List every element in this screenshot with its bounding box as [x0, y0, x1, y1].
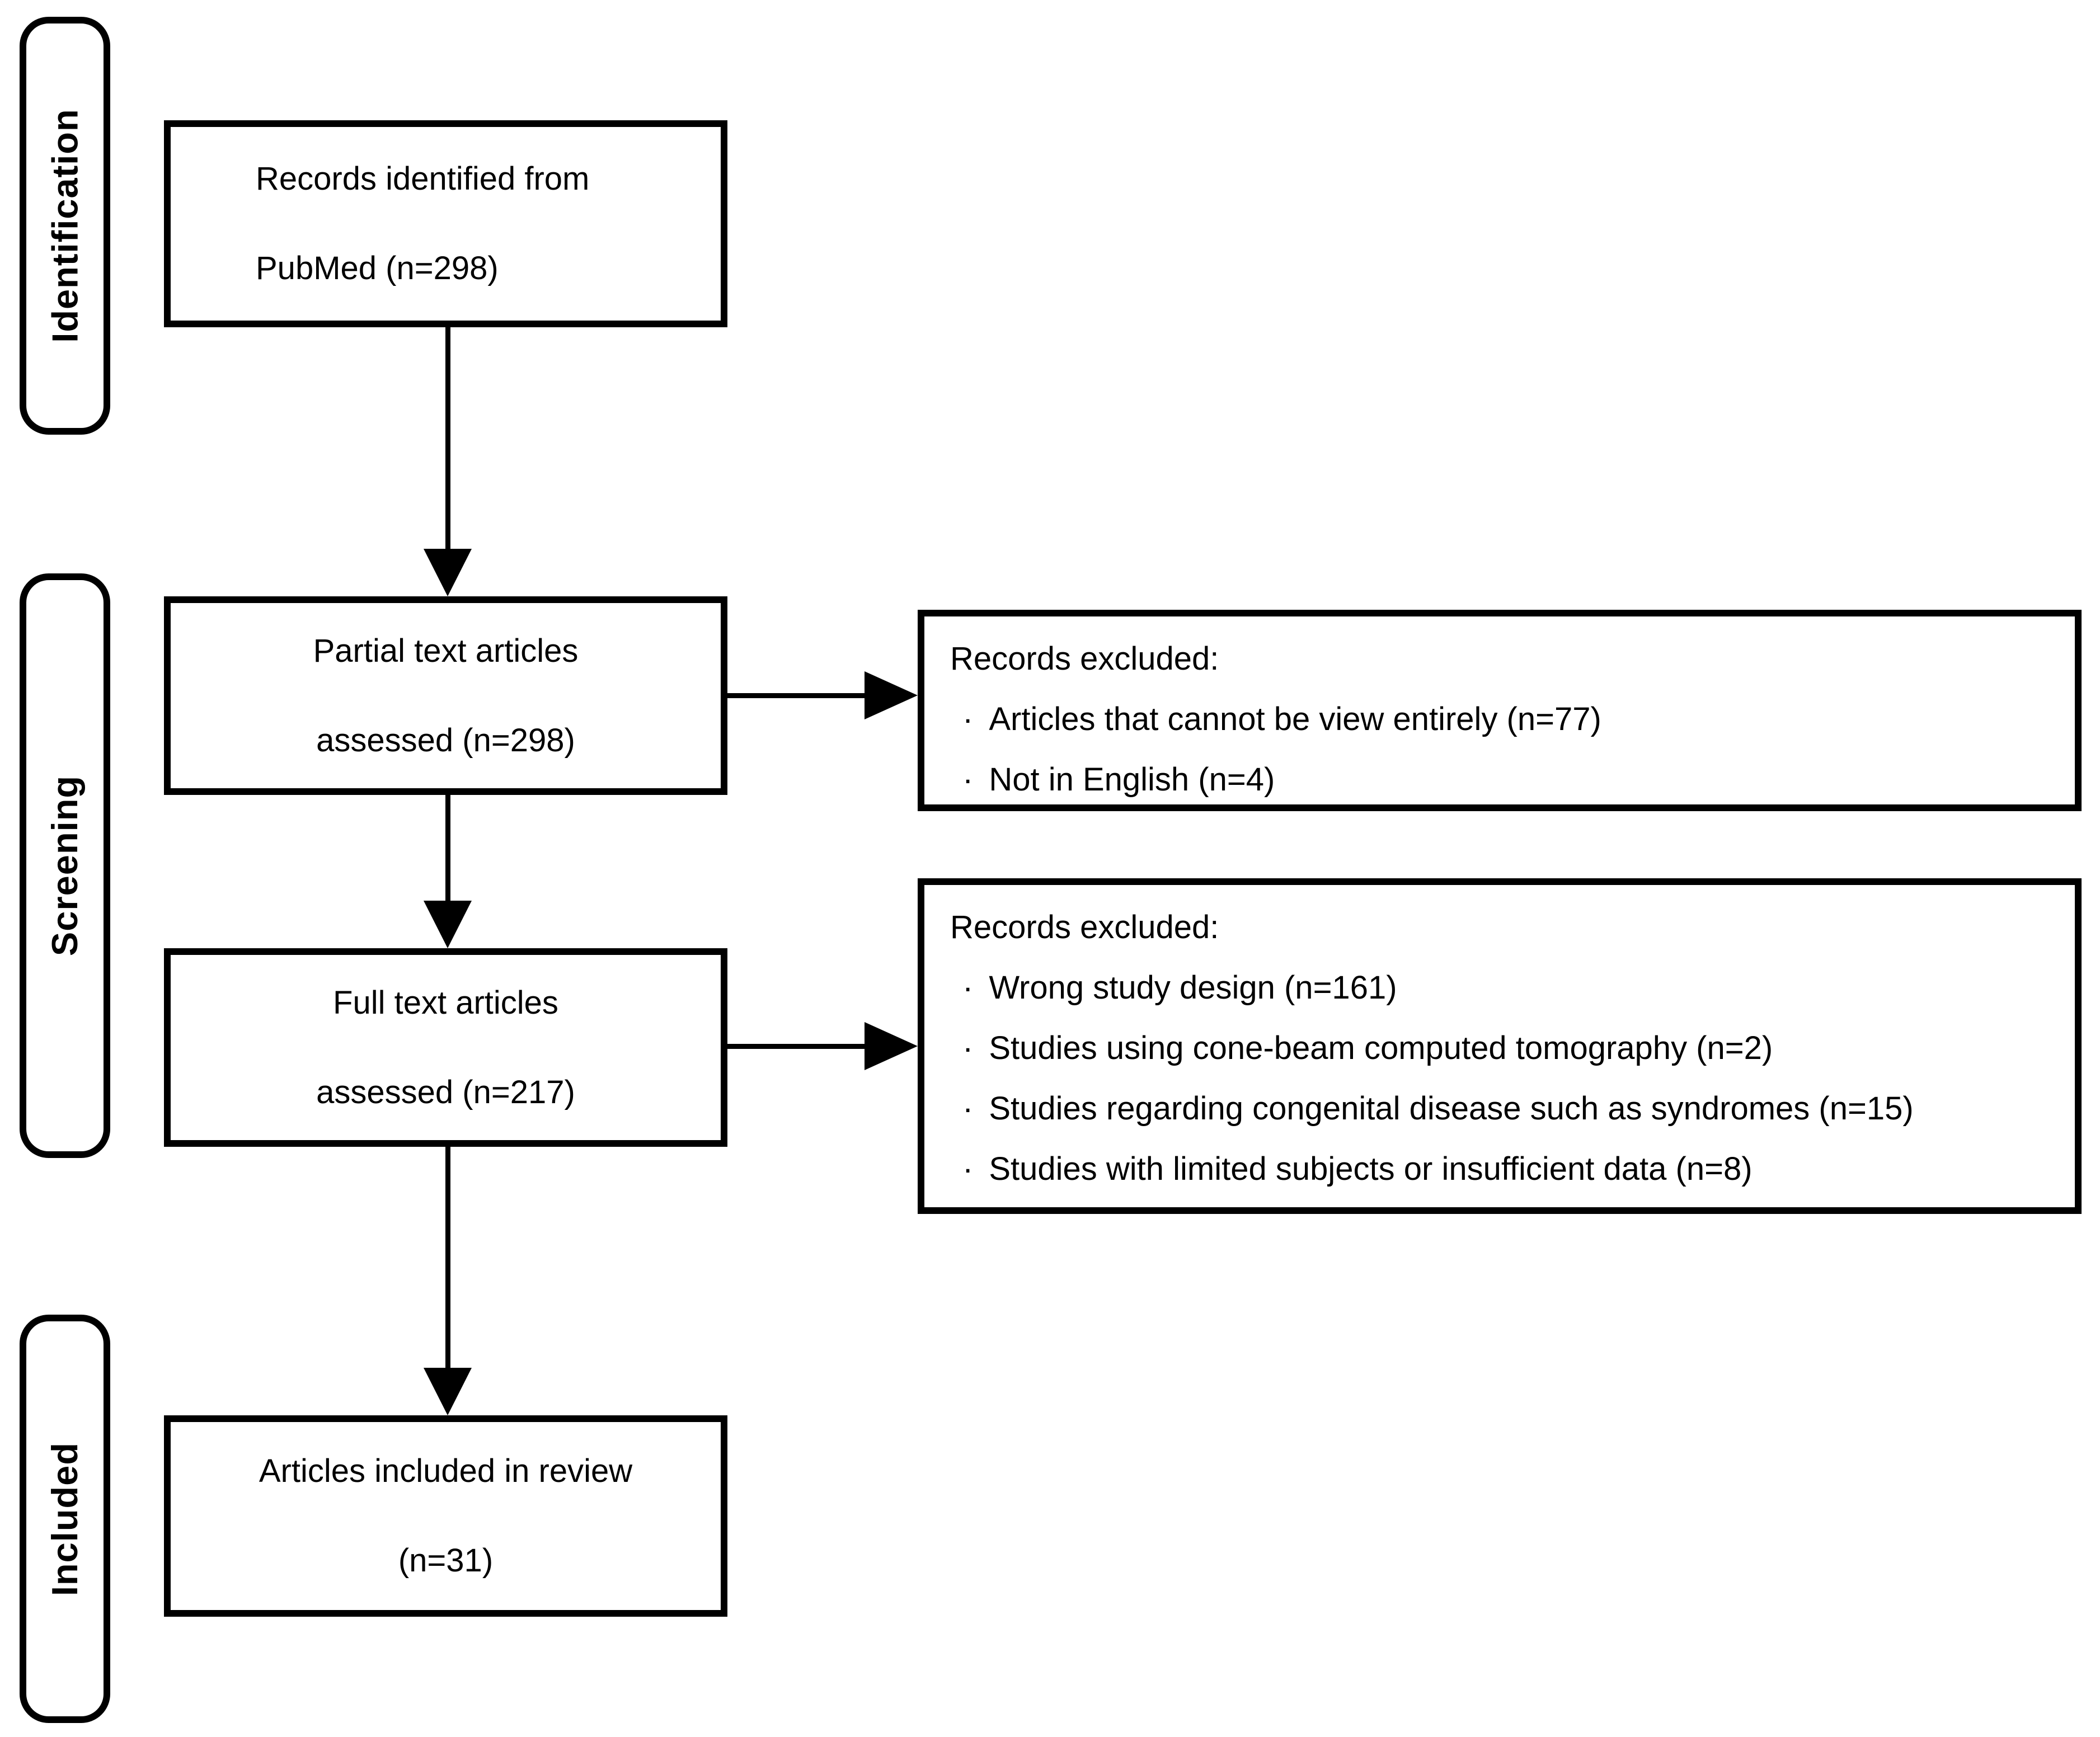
- arrow-partial-to-excluded-head-icon: [865, 671, 918, 719]
- stage-screening: Screening: [20, 573, 110, 1158]
- excluded-box-full-text-screen-title: Records excluded:: [950, 909, 1219, 945]
- box-articles-included-line1: Articles included in review: [259, 1453, 633, 1489]
- excluded-item: · Wrong study design (n=161): [950, 958, 2059, 1018]
- arrow-records-to-partial-head-icon: [424, 549, 472, 596]
- stage-identification-label: Identification: [44, 109, 86, 343]
- box-full-text-assessed: Full text articles assessed (n=217): [164, 948, 727, 1147]
- bullet-dot-icon: ·: [962, 1090, 974, 1127]
- excluded-item-text: Articles that cannot be view entirely (n…: [989, 701, 1601, 737]
- bullet-dot-icon: ·: [962, 761, 974, 798]
- stage-identification: Identification: [20, 17, 110, 435]
- stage-included-label: Included: [44, 1442, 86, 1596]
- excluded-item: · Not in English (n=4): [950, 750, 2059, 810]
- excluded-box-full-text-screen: Records excluded: · Wrong study design (n…: [918, 878, 2082, 1214]
- box-partial-text-assessed-line2: assessed (n=298): [316, 722, 575, 759]
- arrow-partial-to-excluded: [727, 693, 865, 698]
- arrow-partial-to-fulltext-head-icon: [424, 901, 472, 948]
- excluded-box-partial-screen-title: Records excluded:: [950, 641, 1219, 677]
- excluded-item-text: Studies using cone-beam computed tomogra…: [989, 1030, 1773, 1066]
- box-partial-text-assessed: Partial text articles assessed (n=298): [164, 596, 727, 795]
- excluded-box-partial-screen: Records excluded: · Articles that cannot …: [918, 610, 2082, 811]
- box-records-identified-line1: Records identified from: [256, 161, 590, 197]
- arrow-fulltext-to-excluded: [727, 1044, 865, 1049]
- stage-included: Included: [20, 1315, 110, 1723]
- arrow-fulltext-to-excluded-head-icon: [865, 1022, 918, 1070]
- box-records-identified: Records identified from PubMed (n=298): [164, 120, 727, 327]
- excluded-item: · Studies regarding congenital disease su…: [950, 1079, 2059, 1139]
- box-articles-included: Articles included in review (n=31): [164, 1415, 727, 1617]
- bullet-dot-icon: ·: [962, 969, 974, 1006]
- excluded-item: · Studies with limited subjects or insuff…: [950, 1139, 2059, 1199]
- excluded-box-full-text-screen-body: Records excluded: · Wrong study design (n…: [924, 885, 2075, 1199]
- box-partial-text-assessed-line1: Partial text articles: [313, 632, 579, 669]
- excluded-box-partial-screen-body: Records excluded: · Articles that cannot …: [924, 616, 2075, 810]
- box-articles-included-line2: (n=31): [398, 1542, 494, 1579]
- box-full-text-assessed-line1: Full text articles: [333, 984, 558, 1021]
- bullet-dot-icon: ·: [962, 701, 974, 737]
- excluded-item: · Studies using cone-beam computed tomogr…: [950, 1018, 2059, 1079]
- bullet-dot-icon: ·: [962, 1030, 974, 1066]
- excluded-item-text: Studies with limited subjects or insuffi…: [989, 1151, 1753, 1187]
- arrow-records-to-partial: [445, 327, 450, 549]
- excluded-item-text: Wrong study design (n=161): [989, 969, 1397, 1006]
- arrow-partial-to-fulltext: [445, 795, 450, 901]
- bullet-dot-icon: ·: [962, 1151, 974, 1187]
- excluded-item: · Articles that cannot be view entirely (…: [950, 689, 2059, 750]
- excluded-item-text: Not in English (n=4): [989, 761, 1275, 798]
- excluded-item-text: Studies regarding congenital disease suc…: [989, 1090, 1914, 1127]
- box-records-identified-line2: PubMed (n=298): [256, 250, 499, 286]
- stage-screening-label: Screening: [44, 775, 86, 957]
- box-full-text-assessed-line2: assessed (n=217): [316, 1074, 575, 1110]
- arrow-fulltext-to-included: [445, 1147, 450, 1368]
- arrow-fulltext-to-included-head-icon: [424, 1368, 472, 1415]
